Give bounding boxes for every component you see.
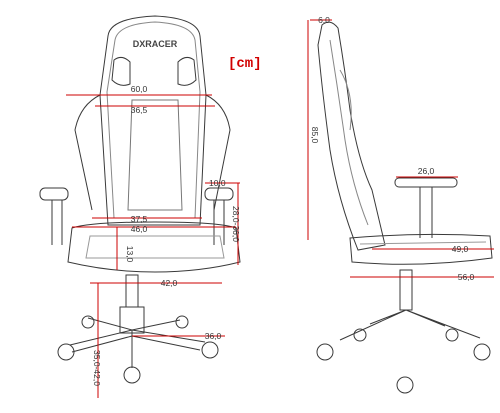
dim-width-seat-inner: 37,5: [131, 214, 148, 224]
front-dimension-labels: 60,0 36,5 10,0 37,5 46,0 28,0-36,0 13,0 …: [92, 84, 241, 386]
dim-seat-length: 49,0: [452, 244, 469, 254]
dim-armrest-height-adj: 10,0: [209, 178, 226, 188]
dim-width-seat: 46,0: [131, 224, 148, 234]
side-chair-drawing: [316, 21, 493, 394]
dim-base-radius: 36,0: [205, 331, 222, 341]
dim-armrest-range: 28,0-36,0: [231, 206, 241, 242]
brand-logo: DXRACER: [133, 39, 178, 49]
dim-width-shoulder: 60,0: [131, 84, 148, 94]
dim-headrest-depth: 6,0: [318, 15, 330, 25]
front-chair-drawing: [39, 15, 241, 384]
dim-width-backrest: 36,5: [131, 105, 148, 115]
dim-seat-depth: 42,0: [161, 278, 178, 288]
dim-backrest-height: 85,0: [310, 127, 320, 144]
side-dimension-labels: 6,0 85,0 26,0 49,0 56,0: [310, 15, 475, 282]
dim-armrest-length: 26,0: [418, 166, 435, 176]
dim-overall-depth: 56,0: [458, 272, 475, 282]
dim-seat-cushion-height: 13,0: [125, 246, 135, 263]
dim-seat-height-range: 35,0-42,0: [92, 350, 102, 386]
unit-label: [cm]: [228, 56, 262, 72]
